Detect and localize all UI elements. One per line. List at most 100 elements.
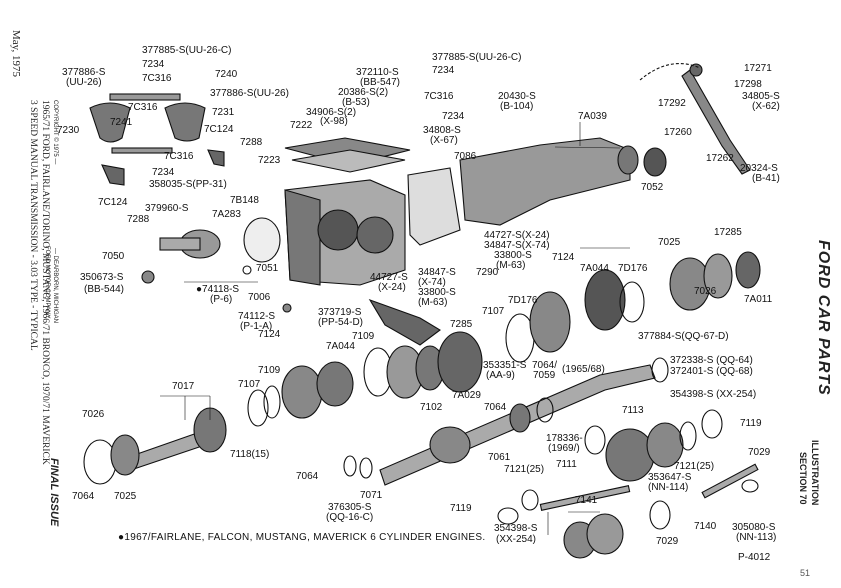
callout-label: (XX-254) (496, 534, 537, 545)
callout-label: 7288 (240, 137, 263, 148)
page-mark: 51 (800, 568, 811, 578)
callout-label: (NN-113) (736, 532, 777, 543)
callout-label: (UU-26) (66, 77, 102, 88)
callout-label: 7222 (290, 120, 313, 131)
callout-label: 377886-S(UU-26) (210, 88, 289, 99)
callout-label: 7D176 (618, 263, 648, 274)
callout-label: 7017 (172, 381, 195, 392)
callout-label: (QQ-16-C) (326, 512, 374, 523)
callout-label: 7A044 (580, 263, 609, 274)
callout-label: 7121(25) (674, 461, 715, 472)
callout-label: 7102 (420, 402, 443, 413)
callout-label: 7113 (622, 405, 644, 416)
callout-label: 372401-S (QQ-68) (670, 366, 753, 377)
callout-label: 7121(25) (504, 464, 545, 475)
callout-label: 377885-S(UU-26-C) (432, 52, 522, 63)
callout-label: ●74118-S (196, 284, 240, 295)
callout-label: (B-41) (752, 173, 780, 184)
callout-label: 7241 (110, 117, 133, 128)
callout-label: 372338-S (QQ-64) (670, 355, 753, 366)
side-date: May, 1975 (10, 30, 22, 77)
callout-label: 178336- (546, 433, 583, 444)
callout-label: 353351-S (483, 360, 527, 371)
callout-label: 34847-S(X-74) (484, 240, 550, 251)
footnote: ●1967/FAIRLANE, FALCON, MUSTANG, MAVERIC… (118, 532, 486, 543)
callout-label: 7109 (352, 331, 375, 342)
callout-label: 7124 (258, 329, 281, 340)
callout-label: 7234 (142, 59, 165, 70)
callout-label: 7064 (72, 491, 95, 502)
callout-label: 17298 (734, 79, 762, 90)
callout-label: 44727-S (370, 272, 408, 283)
callout-label: 353647-S (648, 472, 692, 483)
callout-label: 7050 (102, 251, 125, 262)
callout-label: 377884-S(QQ-67-D) (638, 331, 729, 342)
callout-label: 7026 (694, 286, 717, 297)
callout-label: 34906-S(2) (306, 107, 357, 118)
callout-label: (P-6) (210, 294, 233, 305)
callout-label: 372110-S (356, 67, 399, 78)
callout-label: 7223 (258, 155, 281, 166)
callout-label: (X-62) (752, 101, 780, 112)
callout-label: (P-1-A) (240, 321, 273, 332)
callout-label: (PP-54-D) (318, 317, 364, 328)
callout-label: 17271 (744, 63, 772, 74)
callout-label: 7C316 (128, 102, 158, 113)
callout-label: (B-53) (342, 97, 370, 108)
callout-label: 44727-S(X-24) (484, 230, 550, 241)
callout-label: 305080-S (732, 522, 776, 533)
callout-label: 7234 (432, 65, 455, 76)
callout-label: 7A283 (212, 209, 241, 220)
callout-label: 20430-S (498, 91, 536, 102)
brand-title: FORD CAR PARTS (815, 240, 832, 396)
callout-label: 7026 (82, 409, 105, 420)
callout-label: 17262 (706, 153, 734, 164)
callout-label: (M-63) (418, 297, 448, 308)
callout-label: 7288 (127, 214, 150, 225)
callout-label: 17285 (714, 227, 742, 238)
callout-label: 7071 (360, 490, 383, 501)
callout-label: (1969/) (548, 443, 580, 454)
callout-label: 7086 (454, 151, 477, 162)
callout-label: (BB-544) (84, 284, 125, 295)
callout-label: 7234 (152, 167, 175, 178)
callout-label: (AA-9) (486, 370, 515, 381)
callout-label: 7230 (57, 125, 80, 136)
plate-number: P-4012 (738, 552, 771, 563)
callout-label: 7006 (248, 292, 271, 303)
callout-label: 7C316 (424, 91, 454, 102)
side-final-issue: FINAL ISSUE (48, 458, 60, 527)
callout-label: 7A011 (744, 294, 773, 305)
callout-label: 377886-S (62, 67, 106, 78)
callout-label: 20324-S (740, 163, 778, 174)
callout-label: 7111 (556, 459, 577, 470)
callout-label: (B-104) (500, 101, 534, 112)
callout-label: 358035-S(PP-31) (149, 179, 227, 190)
callout-label: 7C124 (98, 197, 128, 208)
callout-label: 7025 (114, 491, 137, 502)
callout-label: (BB-547) (360, 77, 401, 88)
callout-label: 20386-S(2) (338, 87, 389, 98)
callout-label: 379960-S (145, 203, 189, 214)
illustration-label: ILLUSTRATION (810, 440, 820, 506)
callout-label: (1965/68) (562, 364, 605, 375)
callout-label: 7029 (656, 536, 679, 547)
callout-label: 7A039 (578, 111, 607, 122)
callout-label: 7C316 (142, 73, 172, 84)
callout-label: 373719-S (318, 307, 362, 318)
callout-label: 7109 (258, 365, 281, 376)
callout-label: 7064 (296, 471, 319, 482)
callout-label: 376305-S (328, 502, 372, 513)
callout-label: 7141 (575, 495, 598, 506)
callout-label: 7061 (488, 452, 511, 463)
callout-label: 7118(15) (230, 449, 270, 460)
callout-label: 7290 (476, 267, 499, 278)
exploded-view-diagram (83, 63, 761, 559)
callout-label: (X-98) (320, 116, 348, 127)
callout-label: 7107 (238, 379, 261, 390)
callout-label: 7107 (482, 306, 505, 317)
callout-label: (M-63) (496, 260, 526, 271)
callout-label: 7A044 (326, 341, 355, 352)
callout-label: 7064/ (532, 360, 558, 371)
callout-label: 17292 (658, 98, 686, 109)
